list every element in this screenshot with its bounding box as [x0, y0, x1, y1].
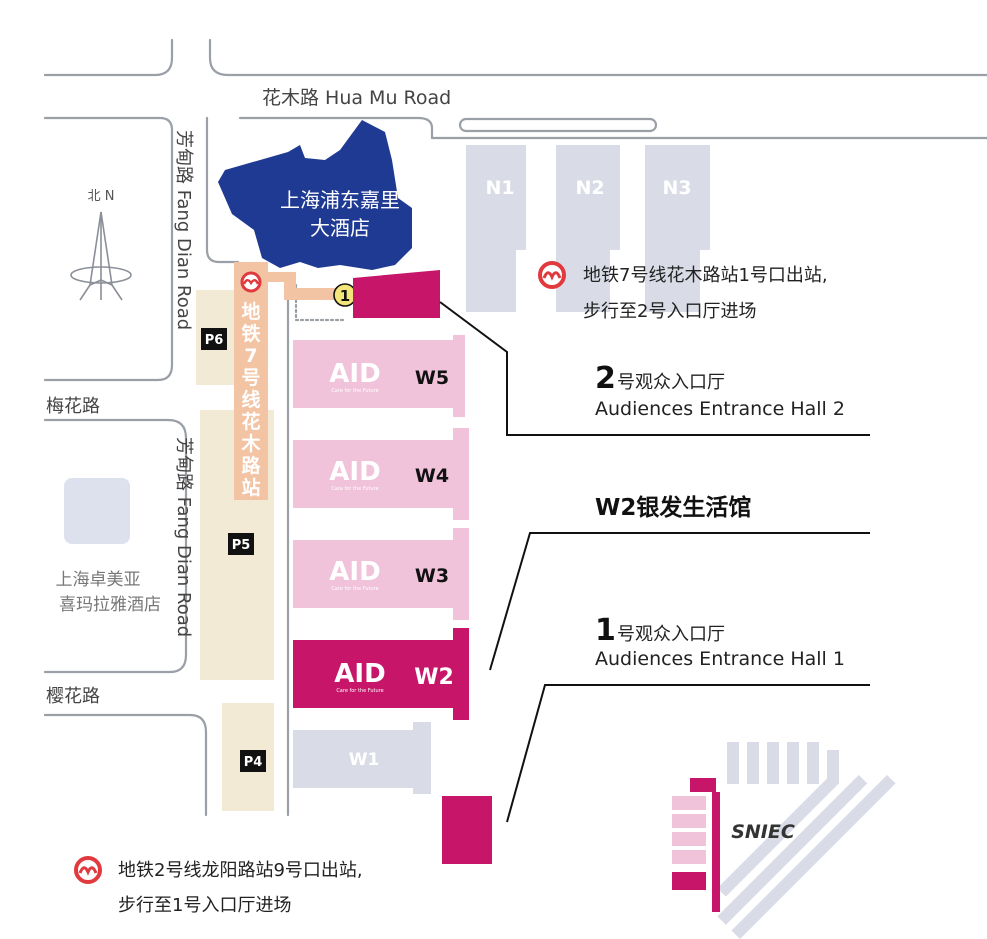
- n-halls: N1 N2 N3: [466, 145, 710, 312]
- svg-text:Audiences Entrance Hall 2: Audiences Entrance Hall 2: [595, 398, 845, 420]
- compass-label: 北 N: [88, 189, 115, 204]
- metro-passage: [258, 272, 345, 300]
- svg-text:号观众入口厅: 号观众入口厅: [617, 624, 725, 645]
- entrance-hall-1: [442, 796, 492, 864]
- hall-w2-label: W2: [414, 665, 454, 690]
- hall-w5-logo: AID: [329, 359, 380, 389]
- hall-w4-tagline: Care for the Future: [331, 486, 378, 492]
- svg-text:地铁7号线花木路站1号口出站,: 地铁7号线花木路站1号口出站,: [583, 265, 828, 286]
- leader-lines: [439, 301, 870, 823]
- himalaya-hotel-line2: 喜玛拉雅酒店: [59, 595, 161, 615]
- hall-w4: AID Care for the Future W4: [293, 428, 469, 520]
- metro-logo-icon-station: [240, 271, 262, 293]
- metro-logo-icon: [538, 261, 566, 289]
- sniec-label: SNIEC: [731, 821, 795, 843]
- kerry-hotel-building: [218, 120, 412, 270]
- svg-text:站: 站: [241, 476, 260, 499]
- svg-text:铁: 铁: [241, 322, 260, 345]
- hall-w3: AID Care for the Future W3: [293, 528, 469, 620]
- svg-text:步行至1号入口厅进场: 步行至1号入口厅进场: [118, 895, 291, 916]
- svg-text:N2: N2: [575, 177, 604, 199]
- svg-text:Audiences Entrance Hall 1: Audiences Entrance Hall 1: [595, 648, 845, 670]
- hall-w3-label: W3: [415, 565, 449, 587]
- kerry-hotel-line1: 上海浦东嘉里: [280, 188, 400, 212]
- road-label-fangdian-bottom: 芳甸路 Fang Dian Road: [173, 437, 194, 637]
- svg-text:地铁2号线龙阳路站9号口出站,: 地铁2号线龙阳路站9号口出站,: [118, 860, 363, 881]
- svg-text:号观众入口厅: 号观众入口厅: [617, 372, 725, 393]
- hall-w3-logo: AID: [329, 557, 380, 587]
- hall-w2: AID Care for the Future W2: [293, 628, 469, 720]
- entrance-hall-2: [353, 270, 440, 318]
- hall-w5-label: W5: [415, 367, 449, 389]
- metro-station-line7: [234, 262, 268, 500]
- sniec-complex: SNIEC: [672, 742, 896, 939]
- road-label-huamu: 花木路 Hua Mu Road: [262, 87, 451, 109]
- himalaya-hotel-block: [64, 478, 130, 544]
- svg-text:P6: P6: [205, 333, 224, 348]
- callout-w2-pavilion: W2银发生活馆: [595, 494, 751, 521]
- hall-w5: AID Care for the Future W5: [293, 335, 465, 417]
- svg-text:W1: W1: [349, 750, 380, 770]
- hall-n2: [556, 145, 620, 312]
- callout-entrance-hall-2: 2 号观众入口厅 Audiences Entrance Hall 2: [595, 361, 845, 420]
- callout-entrance-hall-1: 1 号观众入口厅 Audiences Entrance Hall 1: [595, 613, 845, 670]
- svg-text:花: 花: [241, 410, 260, 433]
- parking-badge-p5: P5: [228, 533, 254, 555]
- road-label-fangdian-top: 芳甸路 Fang Dian Road: [173, 130, 194, 330]
- parking-badge-p6: P6: [201, 328, 227, 350]
- svg-text:1: 1: [340, 287, 350, 305]
- hall-w2-tagline: Care for the Future: [336, 688, 383, 694]
- kerry-hotel-line2: 大酒店: [310, 216, 370, 240]
- svg-text:N3: N3: [662, 177, 691, 199]
- road-label-yinghua: 樱花路: [46, 686, 100, 707]
- parking-badge-p4: P4: [240, 750, 266, 772]
- svg-text:线: 线: [241, 388, 260, 411]
- hall-w4-label: W4: [415, 465, 449, 487]
- svg-text:路: 路: [241, 454, 261, 477]
- svg-text:木: 木: [240, 432, 261, 455]
- svg-text:7: 7: [244, 345, 257, 367]
- svg-text:P5: P5: [232, 538, 251, 553]
- himalaya-hotel-line1: 上海卓美亚: [56, 570, 141, 590]
- metro-logo-icon: [74, 856, 102, 884]
- svg-text:P4: P4: [244, 755, 263, 770]
- compass-rose-icon: [70, 211, 132, 301]
- exit-marker: 1: [333, 283, 357, 307]
- svg-text:2: 2: [595, 361, 616, 396]
- svg-text:号: 号: [241, 367, 260, 389]
- svg-text:地: 地: [241, 300, 260, 323]
- road-label-meihua: 梅花路: [46, 396, 100, 417]
- svg-text:N1: N1: [485, 177, 514, 199]
- callout-metro2: 地铁2号线龙阳路站9号口出站, 步行至1号入口厅进场: [74, 856, 363, 916]
- hall-n1: [466, 145, 526, 312]
- hall-n3: [645, 145, 710, 312]
- north-compass: 北 N: [70, 189, 132, 301]
- hall-w1: W1: [293, 722, 431, 794]
- metro-station-label: 地 铁 7 号 线 花 木 路 站: [240, 300, 261, 499]
- hall-w2-logo: AID: [334, 659, 385, 689]
- hall-w3-tagline: Care for the Future: [331, 586, 378, 592]
- callout-metro7: 地铁7号线花木路站1号口出站, 步行至2号入口厅进场: [538, 261, 828, 322]
- hall-w4-logo: AID: [329, 457, 380, 487]
- svg-text:步行至2号入口厅进场: 步行至2号入口厅进场: [583, 301, 756, 322]
- road-network: [43, 38, 987, 817]
- hall-w5-tagline: Care for the Future: [331, 388, 378, 394]
- svg-text:1: 1: [595, 613, 616, 648]
